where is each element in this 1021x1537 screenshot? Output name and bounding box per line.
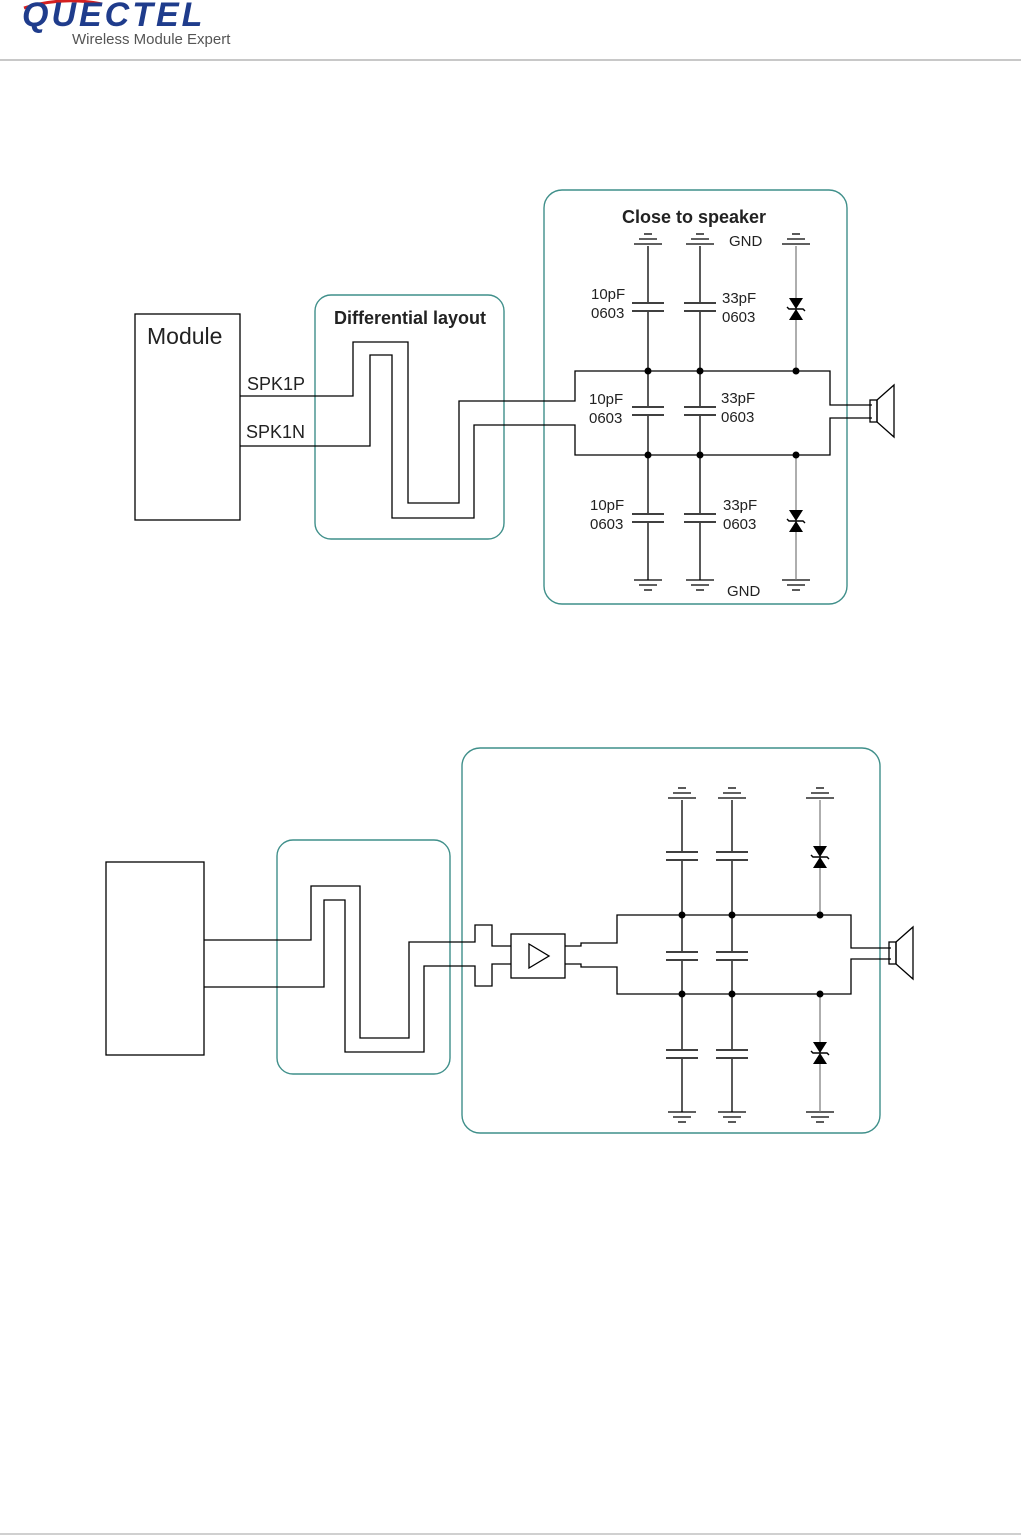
gnd-top-icon — [718, 788, 746, 798]
cap-value-label: 10pF — [590, 497, 624, 514]
gnd-top-icon — [782, 234, 810, 244]
gnd-bottom-icon — [686, 580, 714, 590]
cap-value-label: 33pF — [723, 497, 757, 514]
cap-package-label: 0603 — [723, 516, 756, 533]
speaker-icon — [870, 385, 894, 437]
gnd-top-label: GND — [729, 233, 763, 250]
junction-dot — [697, 368, 704, 375]
junction-dot — [679, 912, 686, 919]
trace-p-2 — [204, 886, 511, 1038]
cap-value-label: 10pF — [589, 391, 623, 408]
diagram-2 — [106, 748, 913, 1133]
junction-dot — [793, 368, 800, 375]
cap-value-label: 33pF — [721, 390, 755, 407]
amplifier-block — [511, 934, 565, 978]
gnd-bottom-icon — [634, 580, 662, 590]
diagram-1: Module SPK1P SPK1N Differential layout C… — [135, 190, 894, 604]
trace-n-2 — [204, 900, 511, 1052]
gnd-top-icon — [806, 788, 834, 798]
junction-dot — [793, 452, 800, 459]
speaker-zone-2 — [462, 748, 880, 1133]
gnd-bottom-icon — [718, 1112, 746, 1122]
amplifier-icon — [529, 944, 549, 968]
cap-package-label: 0603 — [591, 305, 624, 322]
speaker-zone-title: Close to speaker — [622, 207, 766, 227]
junction-dot — [645, 452, 652, 459]
gnd-bottom-icon — [668, 1112, 696, 1122]
gnd-bottom-icon — [806, 1112, 834, 1122]
signal-label-spk1n: SPK1N — [246, 422, 305, 442]
gnd-top-icon — [668, 788, 696, 798]
junction-dot — [645, 368, 652, 375]
junction-dot — [817, 991, 824, 998]
gnd-bottom-label: GND — [727, 583, 761, 600]
junction-dot — [697, 452, 704, 459]
junction-dot — [729, 912, 736, 919]
junction-dot — [729, 991, 736, 998]
cap-package-label: 0603 — [589, 410, 622, 427]
trace-spk1n — [240, 355, 872, 518]
tvs-diode-icon — [787, 298, 805, 320]
gnd-top-icon — [634, 234, 662, 244]
module-block-2 — [106, 862, 204, 1055]
cap-value-label: 33pF — [722, 290, 756, 307]
gnd-bottom-icon — [782, 580, 810, 590]
cap-package-label: 0603 — [721, 409, 754, 426]
footer-rule — [0, 1533, 1021, 1535]
amp-out-p — [565, 915, 891, 948]
trace-spk1p — [240, 342, 872, 503]
tvs-diode-icon — [811, 846, 829, 868]
speaker-icon — [889, 927, 913, 979]
cap-value-label: 10pF — [591, 286, 625, 303]
tvs-diode-icon — [811, 1042, 829, 1064]
amp-out-n — [565, 959, 891, 994]
gnd-top-icon — [686, 234, 714, 244]
cap-package-label: 0603 — [722, 309, 755, 326]
junction-dot — [817, 912, 824, 919]
module-label: Module — [147, 323, 222, 349]
tvs-diode-icon — [787, 510, 805, 532]
cap-package-label: 0603 — [590, 516, 623, 533]
differential-layout-title: Differential layout — [334, 308, 486, 328]
signal-label-spk1p: SPK1P — [247, 374, 305, 394]
junction-dot — [679, 991, 686, 998]
